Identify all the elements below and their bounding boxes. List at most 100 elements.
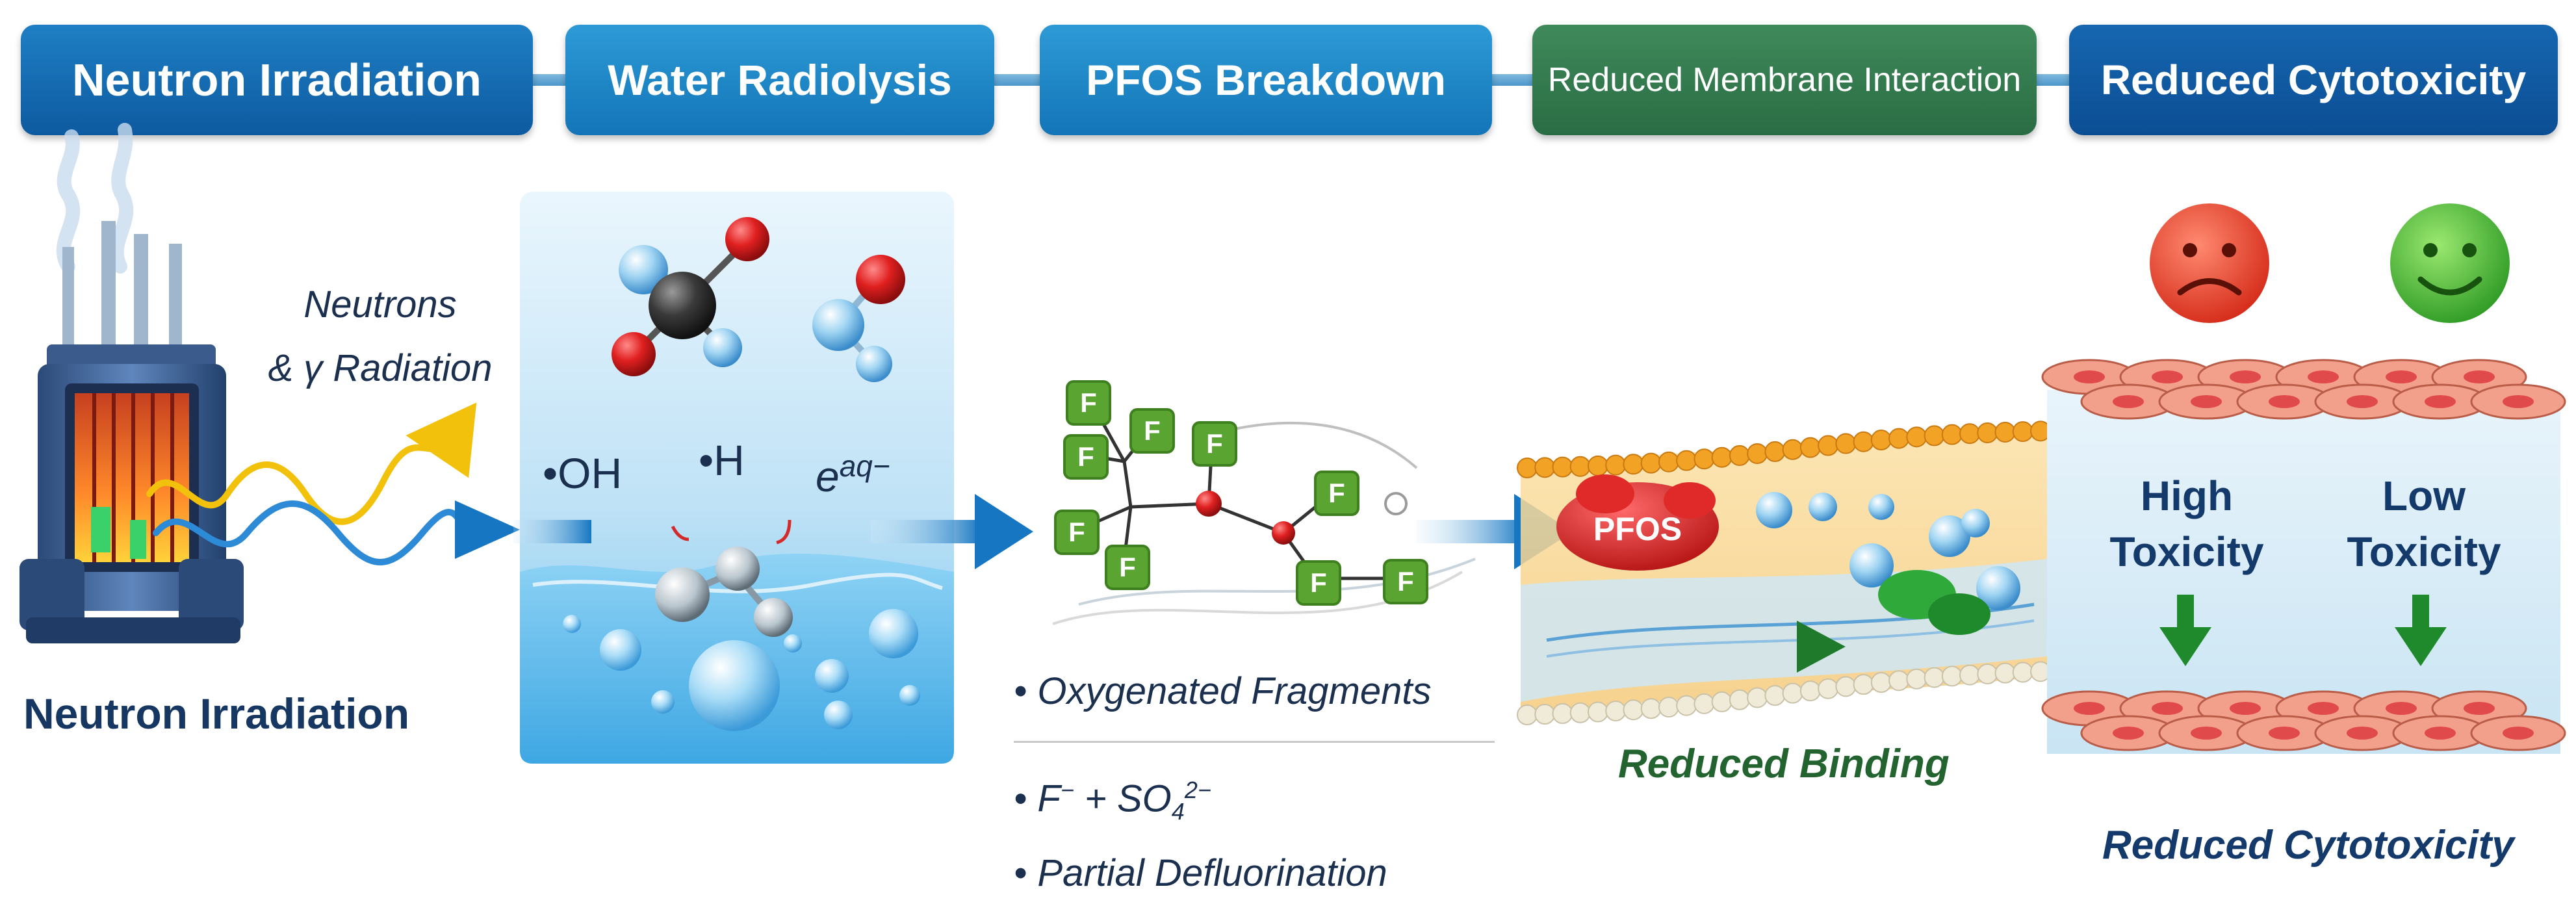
lipid-head (1552, 703, 1573, 724)
cell-nucleus (2308, 370, 2339, 383)
stage-label: Reduced Cytotoxicity (2100, 57, 2527, 103)
lipid-head (1640, 698, 1662, 719)
cell-nucleus (2425, 727, 2456, 740)
reactor-caption: Neutron Irradiation (23, 690, 410, 738)
lipid-head (1764, 685, 1786, 706)
lipid-head (1587, 701, 1608, 723)
cell-nucleus (2191, 395, 2222, 408)
cell-nucleus (2230, 370, 2261, 383)
lipid-head (1835, 676, 1857, 697)
lipid-head (1870, 672, 1892, 693)
cell-nucleus (2425, 395, 2456, 408)
radical-mark (671, 525, 689, 541)
lipid-head (1552, 456, 1573, 478)
reduced-binding-label: Reduced Binding (1618, 742, 1950, 786)
cell-layer-bottom (2041, 690, 2566, 751)
cell-nucleus (2152, 702, 2183, 715)
stage-pfos-breakdown: PFOS Breakdown (1040, 25, 1492, 135)
reactor-illustration (19, 123, 244, 643)
fluorine-atom: F (1063, 434, 1109, 480)
cell-nucleus (2074, 702, 2105, 715)
water-molecule-surface (655, 547, 793, 637)
flow-arrow-head (975, 494, 1033, 569)
cell-membrane (1517, 420, 2051, 725)
fluorine-atom: F (1192, 421, 1237, 467)
reduced-cytotoxicity-caption: Reduced Cytotoxicity (2102, 823, 2514, 868)
cell-nucleus (2269, 395, 2300, 408)
radical-mark (776, 519, 792, 545)
lipid-head (1924, 425, 1945, 446)
radiolysis-molecule (612, 217, 769, 376)
lipid-head (1676, 450, 1697, 471)
fluorine-atom: F (1296, 560, 1341, 606)
lipid-head (1870, 430, 1892, 451)
radiation-label-line1: Neutrons (303, 283, 457, 326)
stage-label: PFOS Breakdown (1086, 56, 1446, 104)
lipid-head (1818, 435, 1839, 456)
hydroxyl-molecule (812, 255, 905, 382)
lipid-head (1818, 678, 1839, 699)
membrane-particles (1756, 492, 2020, 635)
lipid-head (1782, 682, 1803, 704)
lipid-head (1782, 439, 1803, 460)
neutron-wave (153, 500, 471, 565)
lipid-head (1605, 700, 1627, 721)
cell-nucleus (2386, 370, 2417, 383)
high-toxicity-label: High Toxicity (2109, 472, 2264, 575)
fluorine-atom: F (1383, 559, 1428, 604)
lipid-head (1640, 452, 1662, 474)
lipid-head (1747, 687, 1768, 708)
fluorine-atom: F (1054, 510, 1100, 555)
divider (1014, 741, 1495, 743)
fluorine-atom: F (1129, 408, 1175, 454)
cell-nucleus (2464, 702, 2495, 715)
neutron-arrowhead (455, 500, 520, 559)
lipid-head (1517, 458, 1538, 478)
stage-label: Reduced Membrane Interaction (1547, 61, 2022, 99)
cell-nucleus (2464, 370, 2495, 383)
bullet-oxygenated-fragments: • Oxygenated Fragments (1014, 670, 1432, 712)
stage-neutron-irradiation: Neutron Irradiation (21, 25, 533, 135)
stage-label: Water Radiolysis (608, 56, 952, 104)
cell-nucleus (2386, 702, 2417, 715)
binding-arrow-head (1797, 621, 1846, 673)
lipid-head (1835, 433, 1857, 454)
lipid-head (1941, 665, 1963, 687)
lipid-head (1906, 668, 1927, 690)
lipid-head (1959, 423, 1981, 445)
lipid-head (1534, 703, 1556, 725)
hydroxyl-radical-label: •OH (543, 449, 623, 497)
bullet-partial-defluorination: • Partial Defluorination (1014, 852, 1387, 894)
cell-nucleus (2074, 370, 2105, 383)
flow-arrow-shaft (871, 520, 981, 543)
lipid-head (1517, 704, 1538, 725)
radiation-label: Neutrons & γ Radiation (263, 273, 497, 400)
fluorine-atom: F (1066, 380, 1111, 426)
lipid-head (1959, 664, 1981, 686)
radiation-label-line2: & γ Radiation (268, 347, 493, 389)
fluorine-atom: F (1105, 545, 1150, 590)
lipid-head (1888, 428, 1910, 449)
sad-face-icon (2150, 203, 2269, 323)
stage-water-radiolysis: Water Radiolysis (565, 25, 994, 135)
happy-face-icon (2390, 203, 2510, 323)
cell-nucleus (2113, 395, 2144, 408)
stage-label: Neutron Irradiation (71, 55, 482, 105)
lipid-head (1676, 695, 1697, 716)
lipid-head (1977, 422, 1998, 443)
lipid-head (1729, 445, 1750, 466)
stage-reduced-membrane-interaction: Reduced Membrane Interaction (1532, 25, 2037, 135)
lipid-head (1587, 455, 1608, 476)
cell-nucleus (2113, 727, 2144, 740)
cell-nucleus (2503, 727, 2534, 740)
lipid-head (1569, 702, 1591, 723)
lipid-head (1658, 697, 1679, 718)
lipid-head (1977, 664, 1998, 685)
lipid-head (1605, 454, 1627, 476)
cell-nucleus (2191, 727, 2222, 740)
bullet-fluoride-sulfate: • F− + SO42− (1014, 777, 1211, 825)
cell-layer-top (2041, 359, 2566, 420)
pfos-molecule (1556, 474, 1719, 571)
lipid-head (1694, 693, 1715, 714)
